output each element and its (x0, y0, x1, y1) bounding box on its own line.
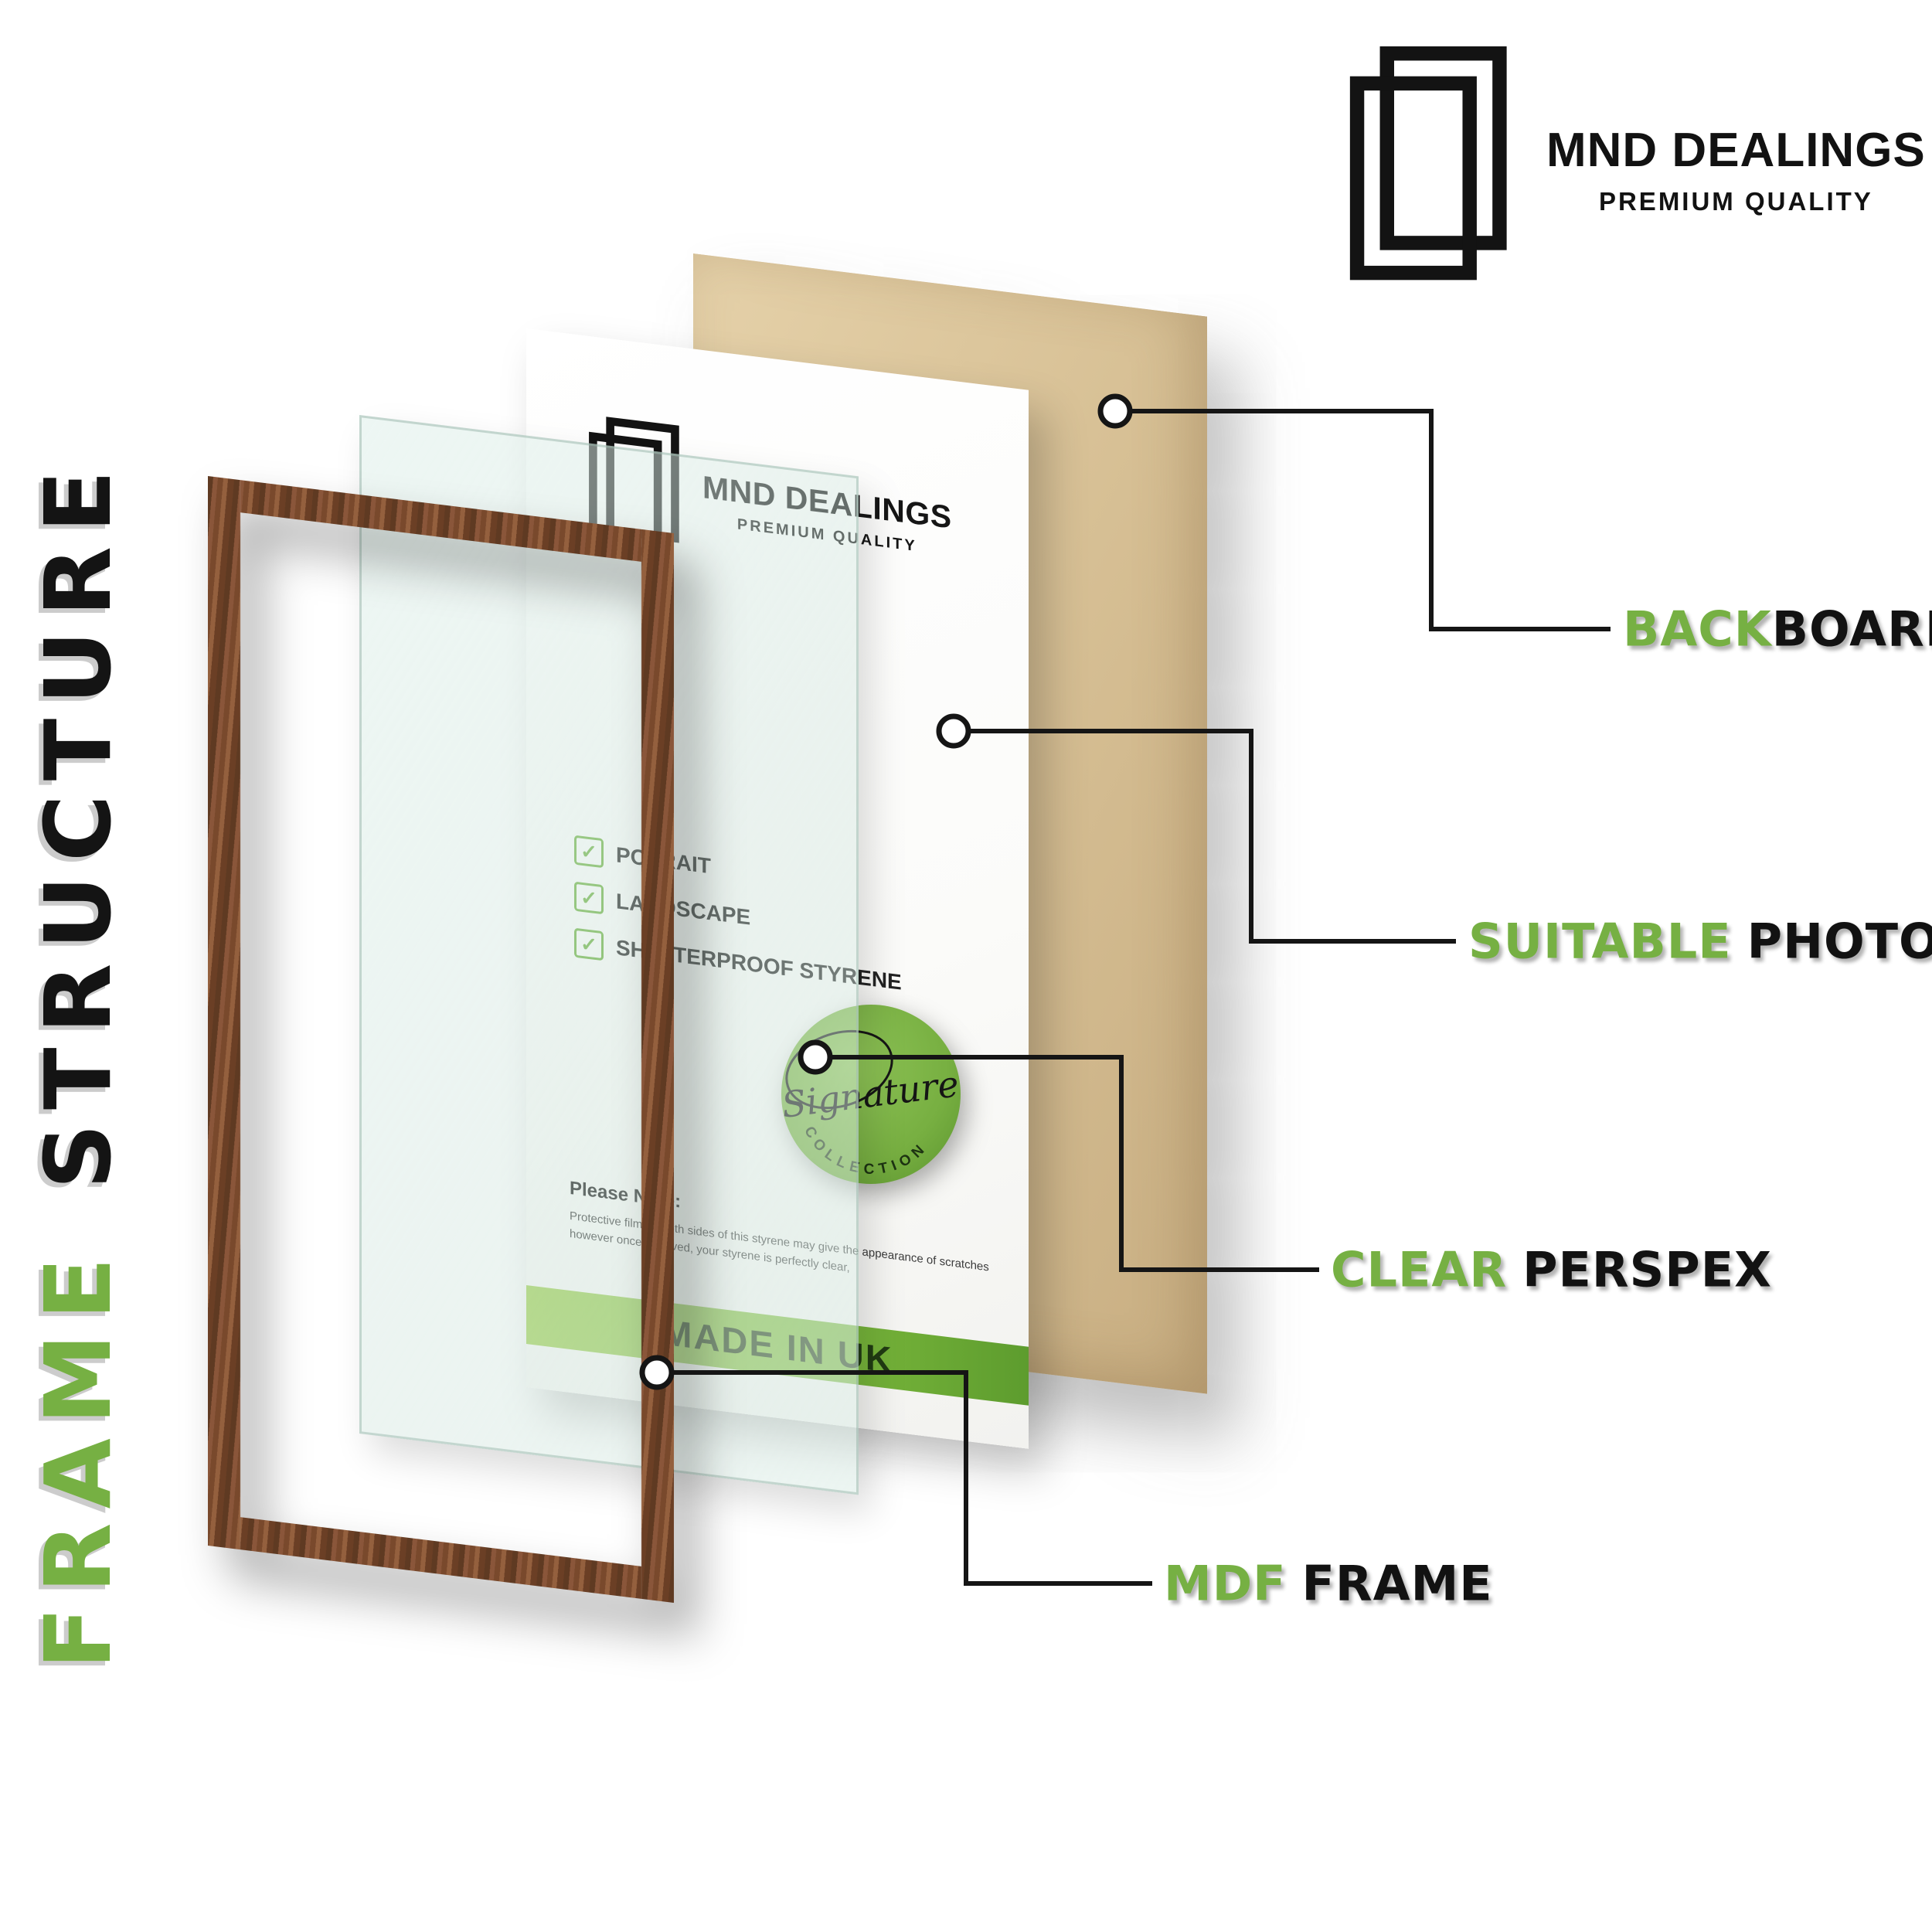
brand-tagline: PREMIUM QUALITY (1598, 186, 1873, 216)
brand-logo-block: MND DEALINGS PREMIUM QUALITY (1349, 45, 1926, 294)
label-clear-perspex-black: PERSPEX (1522, 1241, 1772, 1298)
brand-text: MND DEALINGS PREMIUM QUALITY (1546, 123, 1926, 216)
brand-name: MND DEALINGS (1546, 123, 1926, 177)
label-suitable-photo-black: PHOTO (1747, 913, 1932, 970)
side-title: FRAME STRUCTURE (25, 309, 164, 1669)
wood-frame-layer (208, 476, 674, 1604)
side-title-structure: STRUCTURE (25, 456, 131, 1190)
label-backboard-green: BACK (1623, 600, 1772, 658)
label-clear-perspex-green: CLEAR (1331, 1241, 1508, 1298)
label-suitable-photo-green: SUITABLE (1468, 913, 1732, 970)
frame-logo-icon (1349, 46, 1507, 281)
label-backboard-black: BOARD (1771, 600, 1932, 658)
label-suitable-photo: SUITABLE PHOTO (1468, 913, 1932, 970)
label-backboard: BACKBOARD (1623, 601, 1932, 658)
label-mdf-frame-black: FRAME (1301, 1555, 1493, 1612)
label-mdf-frame-green: MDF (1164, 1555, 1287, 1612)
side-title-frame: FRAME (25, 1243, 131, 1669)
